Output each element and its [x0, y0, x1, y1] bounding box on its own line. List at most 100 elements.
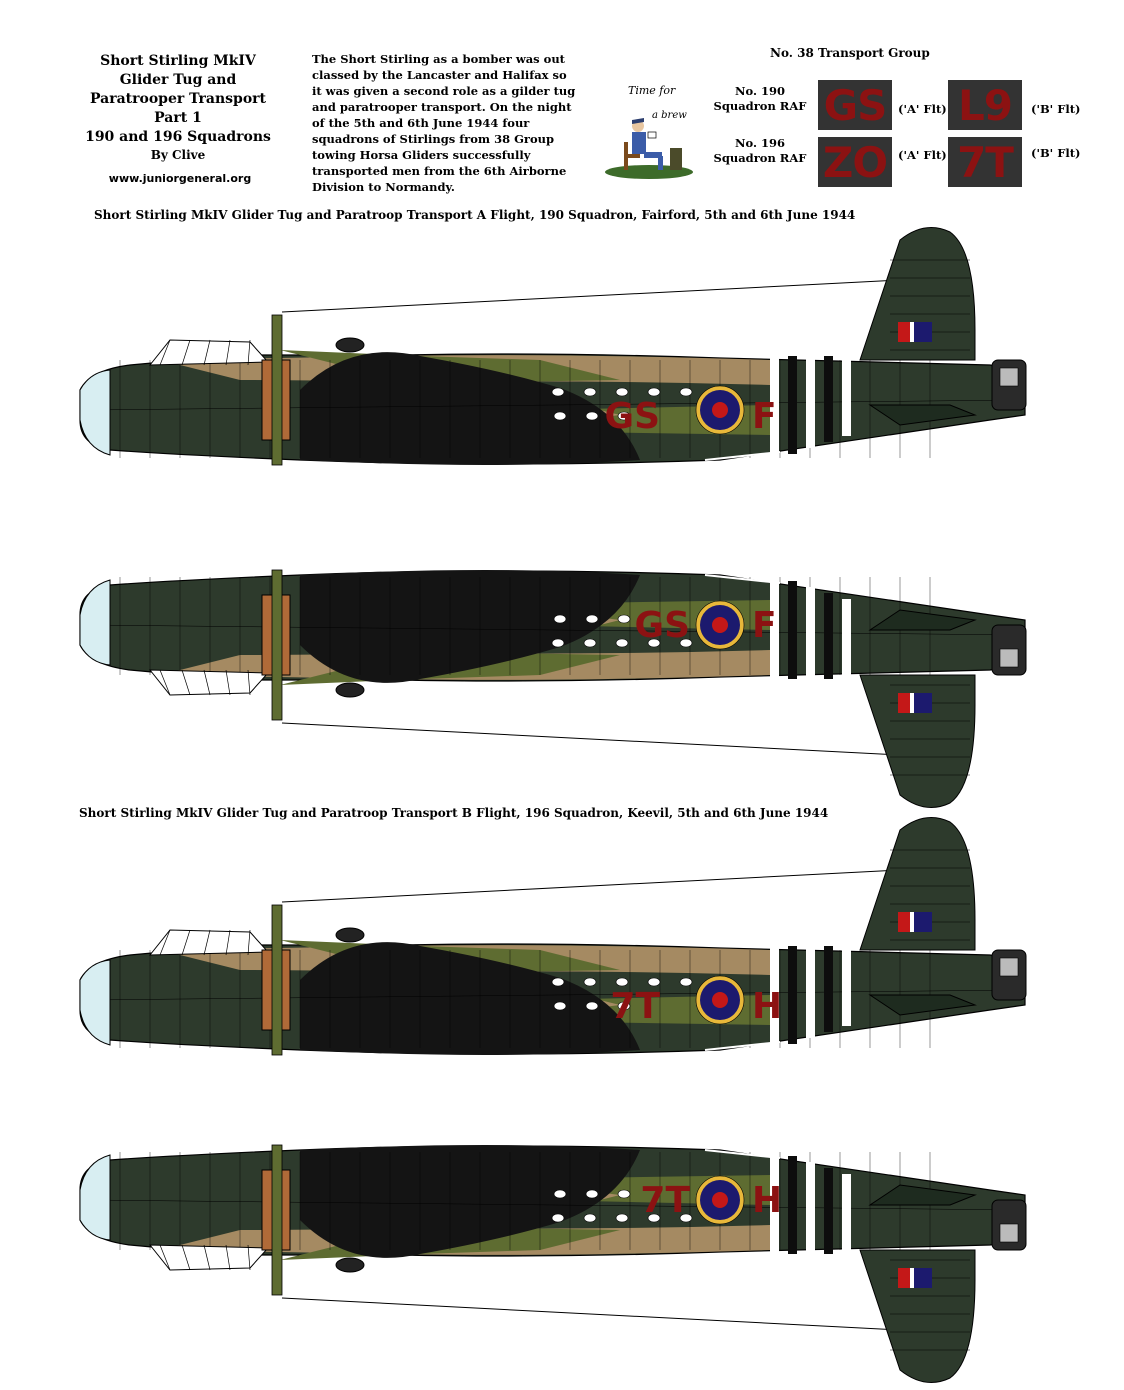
fuselage-window [585, 411, 599, 421]
nose-glazing [79, 579, 111, 666]
roundel-red [712, 1192, 728, 1208]
flight-label: ('A' Flt) [898, 148, 947, 162]
fuselage-window [583, 977, 597, 987]
fuselage-window [583, 638, 597, 648]
invasion-stripe [806, 1162, 815, 1254]
canopy-frame [159, 929, 171, 956]
canopy-frame [181, 339, 191, 366]
invasion-stripe [824, 1168, 833, 1254]
spinner-icon [335, 337, 365, 353]
fin-flash-blue [914, 322, 932, 342]
fin-flash-red [898, 693, 910, 713]
fuselage-window [617, 614, 631, 624]
invasion-stripe [788, 946, 797, 1044]
fin-flash-red [898, 1268, 910, 1288]
squadron-code: GS [605, 396, 660, 437]
canopy-frame [203, 1244, 211, 1271]
fin-flash-white [910, 322, 914, 342]
canopy-frame [159, 339, 171, 366]
code-box: GS [818, 80, 892, 130]
fuselage-window [617, 1001, 631, 1011]
invasion-stripe [842, 946, 851, 1026]
flight-label: ('B' Flt) [1031, 102, 1081, 116]
aircraft-letter: F [752, 396, 777, 437]
fuselage-window [585, 1001, 599, 1011]
aircraft-body-group: GS F [79, 227, 1027, 466]
fuselage-window [553, 614, 567, 624]
tailplane [868, 994, 977, 1016]
byline: By Clive [150, 148, 206, 162]
soldier-body-icon [632, 132, 646, 154]
squadron-name: Squadron RAF [713, 99, 807, 113]
nose-glazing [79, 369, 111, 456]
fuselage-window [615, 977, 629, 987]
squadron-code: 7T [610, 986, 660, 1027]
fuselage-window [615, 387, 629, 397]
fuselage-window [647, 638, 661, 648]
sheet-title: Short Stirling MkIV Glider Tug and Parat… [78, 52, 278, 147]
canopy-frame [225, 929, 231, 956]
tail-fin [859, 674, 976, 808]
black-underside [300, 942, 640, 1055]
intro-text: The Short Stirling as a bomber was out c… [312, 51, 602, 195]
aircraft-letter: H [752, 986, 782, 1027]
paratroop-rail [704, 1149, 781, 1159]
fin-flash-red [898, 322, 910, 342]
squadron-number: No. 196 [735, 136, 785, 150]
black-underside [300, 570, 640, 683]
black-underside [300, 352, 640, 465]
aircraft-caption: Short Stirling MkIV Glider Tug and Parat… [79, 806, 829, 820]
fuselage-window [583, 1213, 597, 1223]
group-title: No. 38 Transport Group [770, 46, 930, 60]
aircraft-letter: H [752, 1180, 782, 1221]
aircraft-caption: Short Stirling MkIV Glider Tug and Parat… [94, 208, 856, 222]
website-link[interactable]: www.juniorgeneral.org [108, 172, 252, 185]
aircraft-profile-196-left: 7T H [79, 817, 1027, 1056]
invasion-stripe [770, 946, 779, 1050]
tow-line [281, 869, 901, 903]
canopy-frame [225, 339, 231, 366]
invasion-stripe [770, 356, 779, 460]
nose-glazing [79, 959, 111, 1046]
invasion-stripe [842, 599, 851, 679]
roundel-red [712, 402, 728, 418]
fuselage-window [615, 1213, 629, 1223]
intro-line: towing Horsa Gliders successfully [312, 148, 531, 162]
propeller-blade [271, 569, 283, 721]
roundel-red [712, 617, 728, 633]
flight-label: ('A' Flt) [898, 102, 947, 116]
tow-line [281, 1297, 901, 1331]
tail-fin [859, 817, 976, 951]
squadron-label: No. 190 Squadron RAF [705, 84, 815, 114]
propeller-blade [271, 314, 283, 466]
fin-flash-blue [914, 1268, 932, 1288]
tailplane [868, 404, 977, 426]
flight-label: ('B' Flt) [1031, 146, 1081, 160]
aircraft-profile-190-left: GS F [79, 227, 1027, 466]
invasion-stripe [788, 581, 797, 679]
black-underside [300, 1145, 640, 1258]
canopy-frame [181, 929, 191, 956]
invasion-stripe [770, 575, 779, 679]
squadron-number: No. 190 [735, 84, 785, 98]
spinner-icon [335, 682, 365, 698]
paratroop-rail [704, 451, 781, 461]
invasion-stripe [806, 587, 815, 679]
canopy-frame [203, 339, 211, 366]
canopy-frame [247, 669, 251, 696]
invasion-stripe [842, 356, 851, 436]
canopy-frame [225, 1244, 231, 1271]
mug-icon [647, 131, 657, 139]
panel-line [89, 989, 1021, 1001]
brew-text-2: a brew [652, 110, 687, 121]
fin-flash-white [910, 693, 914, 713]
panel-line [89, 1199, 1021, 1211]
panel-line [89, 624, 1021, 636]
fuselage-window [551, 977, 565, 987]
fin-flash-blue [914, 693, 932, 713]
fuselage-window [553, 1001, 567, 1011]
fuselage-window [679, 977, 693, 987]
propeller-blade [271, 904, 283, 1056]
